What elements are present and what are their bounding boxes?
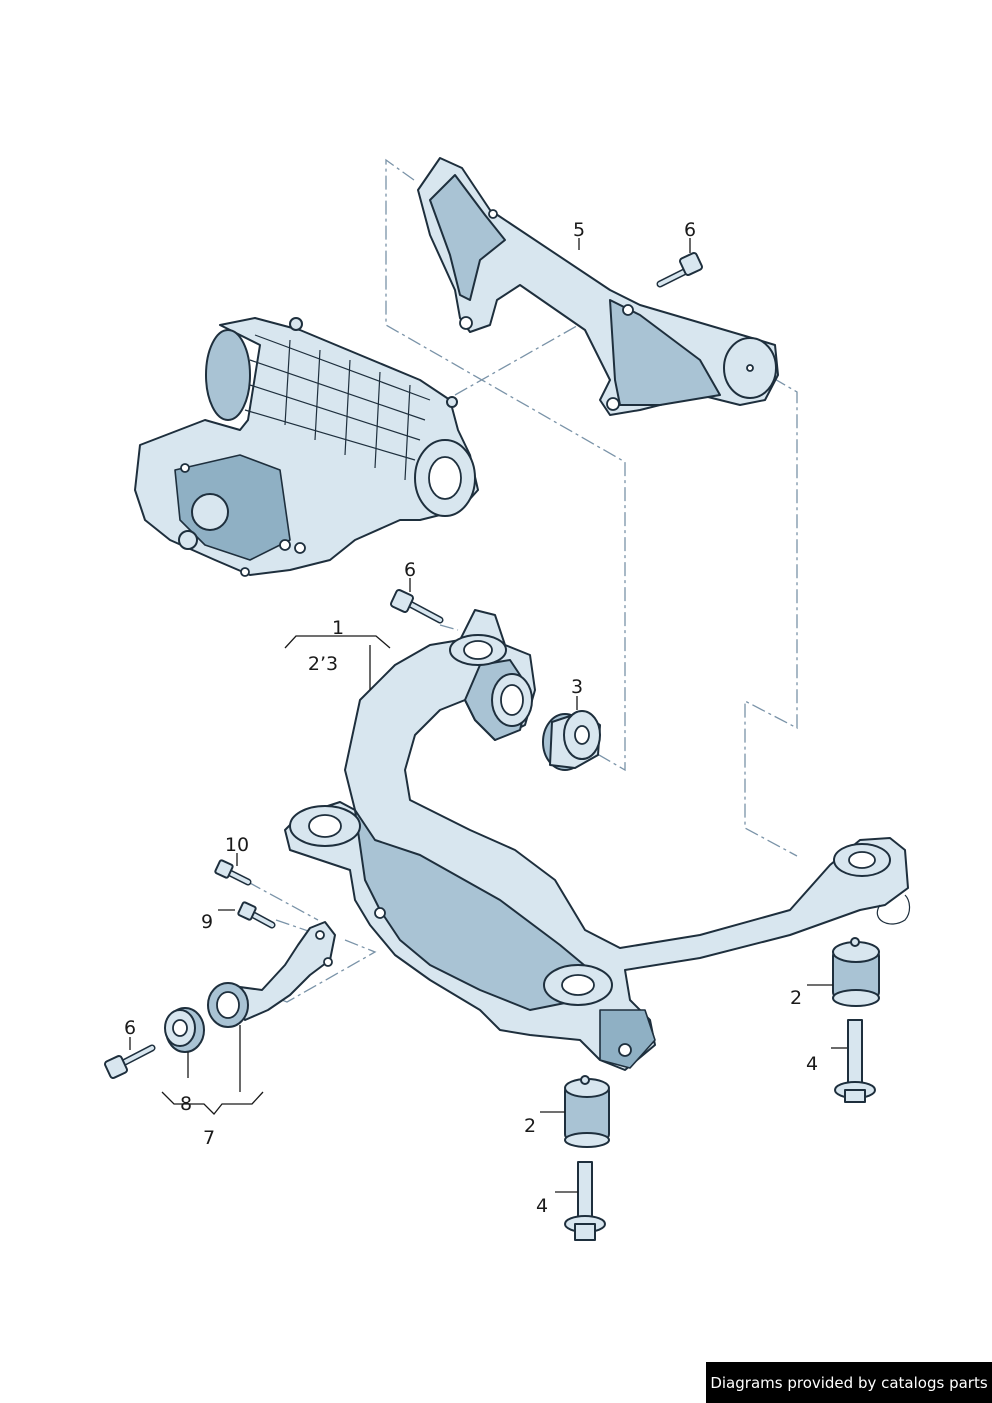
callout-2-bottom: 2 — [524, 1115, 536, 1137]
callout-labels: 5 6 6 1 2’3 3 10 9 2 4 6 8 2 7 4 — [124, 219, 818, 1217]
bushing-2-bottom — [564, 1075, 610, 1148]
bushing-3 — [542, 710, 601, 771]
callout-3: 3 — [571, 676, 583, 698]
callout-5: 5 — [573, 219, 585, 241]
footer-text: Diagrams provided by catalogs parts — [710, 1373, 988, 1392]
bushing-8 — [164, 1007, 205, 1053]
leader-lines — [129, 238, 847, 1193]
callout-10: 10 — [225, 834, 249, 856]
callout-8: 8 — [180, 1093, 192, 1115]
bolt-4-right — [834, 1019, 876, 1103]
footer-credit: Diagrams provided by catalogs parts — [706, 1362, 992, 1403]
bolt-6-left — [104, 1044, 156, 1079]
subframe — [284, 609, 911, 1071]
callout-7: 7 — [203, 1127, 215, 1149]
bushing-2-right — [832, 937, 880, 1007]
bolt-9 — [237, 901, 276, 929]
differential-assembly — [134, 317, 479, 577]
callout-4-bottom: 4 — [536, 1195, 548, 1217]
callout-4-right: 4 — [806, 1053, 818, 1075]
bolt-4-bottom — [564, 1161, 606, 1241]
bolt-6-middle — [390, 589, 444, 624]
crossmember-bracket — [417, 157, 779, 416]
callout-2-3: 2’3 — [308, 653, 338, 675]
callout-2-right: 2 — [790, 987, 802, 1009]
bracket-7 — [207, 921, 336, 1028]
callout-1: 1 — [332, 617, 344, 639]
callout-6-top: 6 — [684, 219, 696, 241]
bolt-6-top — [656, 252, 703, 288]
bolt-10 — [214, 859, 252, 886]
callout-6-left: 6 — [124, 1017, 136, 1039]
callout-9: 9 — [201, 911, 213, 933]
callout-6-middle: 6 — [404, 559, 416, 581]
